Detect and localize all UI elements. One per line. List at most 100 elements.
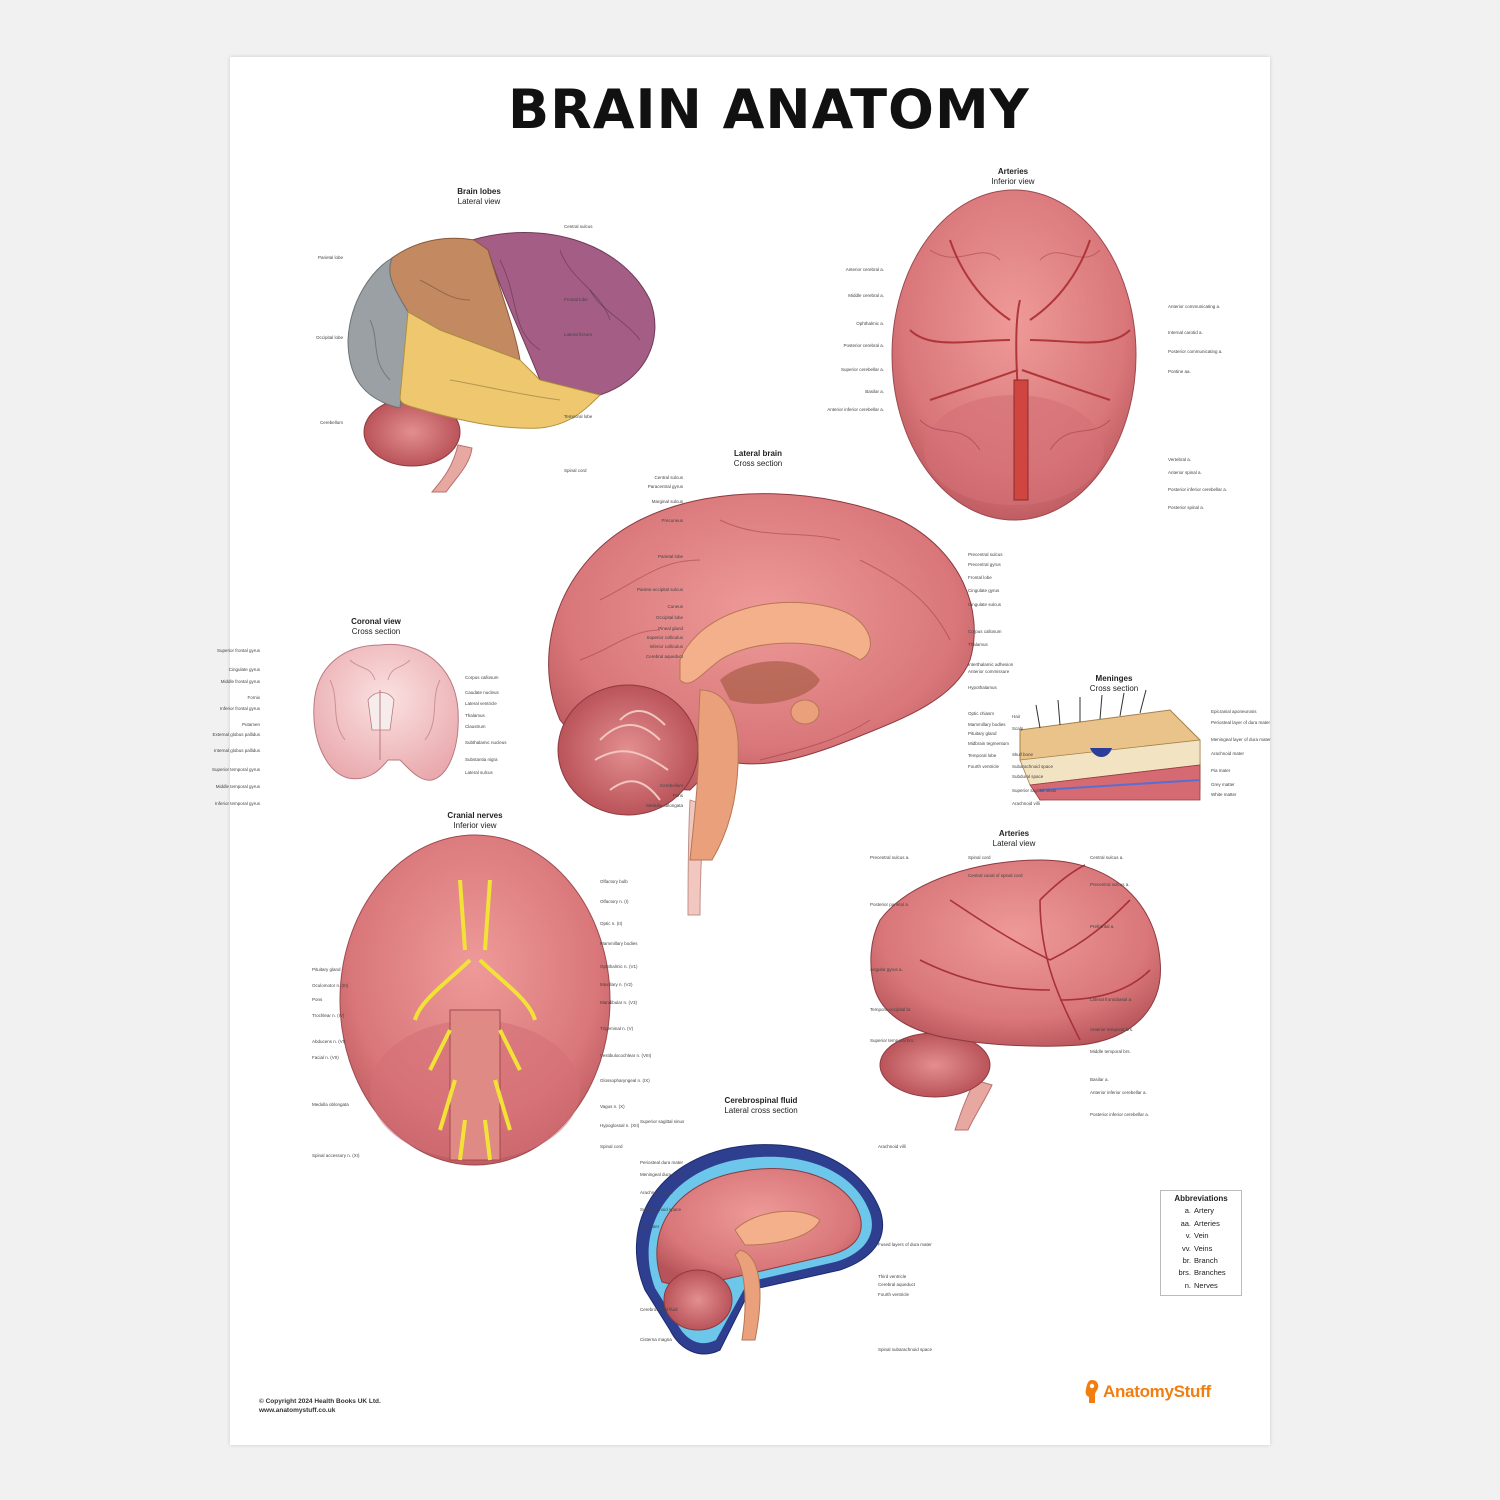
abbr-short: brs.: [1178, 1268, 1191, 1278]
abbr-short: vv.: [1181, 1243, 1191, 1253]
abbreviations-box: Abbreviations a.Artery aa.Arteries v.Vei…: [1160, 1190, 1242, 1296]
anatomy-label: Fornix: [247, 695, 260, 700]
anatomy-label: Middle temporal brs.: [1090, 1049, 1131, 1054]
abbr-full: Branch: [1194, 1256, 1218, 1266]
anatomy-label: Spinal subarachnoid space: [878, 1347, 933, 1352]
corpus-callosum-lateral: [679, 601, 871, 684]
cranial-nerves-diagram: [339, 834, 611, 1166]
anatomy-label: Pineal gland: [658, 626, 683, 631]
anatomy-label: Cerebral aqueduct: [878, 1282, 916, 1287]
csf-diagram: [636, 1144, 884, 1355]
anatomy-label: Spinal cord: [564, 468, 587, 473]
anatomy-label: Interthalamic adhesion: [968, 662, 1014, 667]
anatomy-label: Prefrontal a.: [1090, 924, 1115, 929]
anatomystuff-logo-icon: [1085, 1380, 1099, 1403]
anatomy-label: Anterior cerebral a.: [845, 267, 884, 272]
anatomy-label: Meningeal dura mater: [640, 1172, 684, 1177]
anatomy-label: Midbrain tegmentum: [968, 741, 1010, 746]
anatomy-label: Central canal of spinal cord: [968, 873, 1023, 878]
abbreviation-row: n.Nerves: [1161, 1280, 1241, 1292]
anatomy-label: Cuneus: [667, 604, 683, 609]
abbreviation-row: a.Artery: [1161, 1205, 1241, 1217]
anatomy-label: Superior temporal gyrus: [211, 767, 260, 772]
arteries-inferior-diagram: [891, 189, 1137, 521]
anatomy-label: Subarachnoid space: [640, 1207, 682, 1212]
anatomy-label: Hypothalamus: [968, 685, 997, 690]
copyright-line: © Copyright 2024 Health Books UK Ltd.: [259, 1398, 381, 1405]
anatomy-label: Lateral frontobasal a.: [1090, 997, 1133, 1002]
abbr-short: n.: [1184, 1280, 1191, 1290]
anatomy-label: Mandibular n. (V3): [600, 1000, 638, 1005]
abbr-full: Artery: [1194, 1206, 1215, 1216]
anatomy-label: Internal carotid a.: [1168, 330, 1203, 335]
anatomy-label: Facial n. (VII): [312, 1055, 339, 1060]
anatomy-label: Precuneus: [661, 518, 683, 523]
frontal-lobe: [470, 232, 656, 396]
abbr-full: Vein: [1194, 1231, 1209, 1241]
anatomy-label: Superior sagittal sinus: [640, 1119, 685, 1124]
anatomy-label: Superior frontal gyrus: [216, 648, 260, 653]
anatomy-label: External globus pallidus: [212, 732, 260, 737]
anatomy-label: Middle cerebral a.: [848, 293, 884, 298]
abbr-full: Arteries: [1194, 1218, 1220, 1228]
anatomy-label: Arachnoid mater: [640, 1190, 674, 1195]
anatomy-label: Spinal cord: [600, 1144, 623, 1149]
website-url: www.anatomystuff.co.uk: [259, 1407, 336, 1414]
brainstem-lateral: [689, 689, 739, 861]
anatomy-label: Spinal accessory n. (XI): [312, 1153, 360, 1158]
anatomy-label: Subthalamic nucleus: [465, 740, 507, 745]
anatomy-label: Parietal lobe: [317, 255, 343, 260]
arteries-lateral-diagram: [870, 859, 1161, 1131]
anatomy-label: Arachnoid mater: [1211, 751, 1245, 756]
anatomy-label: Superior colliculus: [646, 635, 683, 640]
anatomy-label: Frontal lobe: [564, 297, 588, 302]
abbreviation-row: v.Vein: [1161, 1230, 1241, 1242]
anatomy-label: Cingulate sulcus: [968, 602, 1002, 607]
anatomy-label: Superior temporal brs.: [870, 1038, 915, 1043]
anatomy-label: Putamen: [241, 722, 260, 727]
section-view: Cross section: [351, 627, 401, 636]
anatomy-label: Arachnoid villi: [878, 1144, 906, 1149]
section-view: Lateral cross section: [724, 1106, 798, 1115]
abbr-full: Branches: [1194, 1268, 1226, 1278]
anatomy-label: Central sulcus a.: [1090, 855, 1124, 860]
section-view: Lateral view: [457, 197, 501, 206]
abbreviation-row: aa.Arteries: [1161, 1218, 1241, 1230]
meninges-diagram: [1019, 689, 1201, 801]
anatomy-label: Posterior inferior cerebellar a.: [1168, 487, 1228, 492]
anatomy-label: Ophthalmic n. (V1): [600, 964, 638, 969]
spinal-cord-lobes: [430, 444, 473, 493]
anatomy-label: Anterior spinal a.: [1168, 470, 1202, 475]
anatomy-label: Fourth ventricle: [878, 1292, 910, 1297]
anatomy-label: Cerebellum: [319, 420, 343, 425]
anatomy-label: Olfactory n. (I): [600, 899, 629, 904]
anatomy-label: Middle frontal gyrus: [220, 679, 260, 684]
anatomy-label: Middle temporal gyrus: [215, 784, 260, 789]
anatomy-label: Central sulcus: [564, 224, 593, 229]
anatomy-label: Posterior cerebral a.: [843, 343, 884, 348]
anatomy-label: Cisterna magna: [640, 1337, 672, 1342]
anatomy-label: Spinal cord: [968, 855, 991, 860]
anatomy-label: Mammillary bodies: [600, 941, 638, 946]
anatomy-label: Inferior temporal gyrus: [214, 801, 260, 806]
anatomy-label: Vestibulocochlear n. (VIII): [600, 1053, 652, 1058]
anatomy-label: Subarachnoid space: [1012, 764, 1054, 769]
anatomy-label: Anterior inferior cerebellar a.: [827, 407, 884, 412]
anatomy-label: Basilar a.: [1090, 1077, 1109, 1082]
occipital-lobe: [347, 256, 409, 409]
anatomy-label: Anterior inferior cerebellar a.: [1090, 1090, 1147, 1095]
lobes-diagram: [347, 232, 656, 493]
anatomy-label: Substantia nigra: [465, 757, 498, 762]
anatomy-label: Paracentral gyrus: [647, 484, 683, 489]
anatomy-label: Hypoglossal n. (XII): [600, 1123, 640, 1128]
anatomy-label: Epicranial aponeurosis: [1211, 709, 1257, 714]
anatomy-label: Thalamus: [465, 713, 485, 718]
anatomy-label: Parieto-occipital sulcus: [636, 587, 683, 592]
anatomy-label: Anterior communicating a.: [1168, 304, 1221, 309]
lateral-brain-diagram: [548, 493, 975, 916]
anatomy-label: Superior sagittal sinus: [1012, 788, 1057, 793]
